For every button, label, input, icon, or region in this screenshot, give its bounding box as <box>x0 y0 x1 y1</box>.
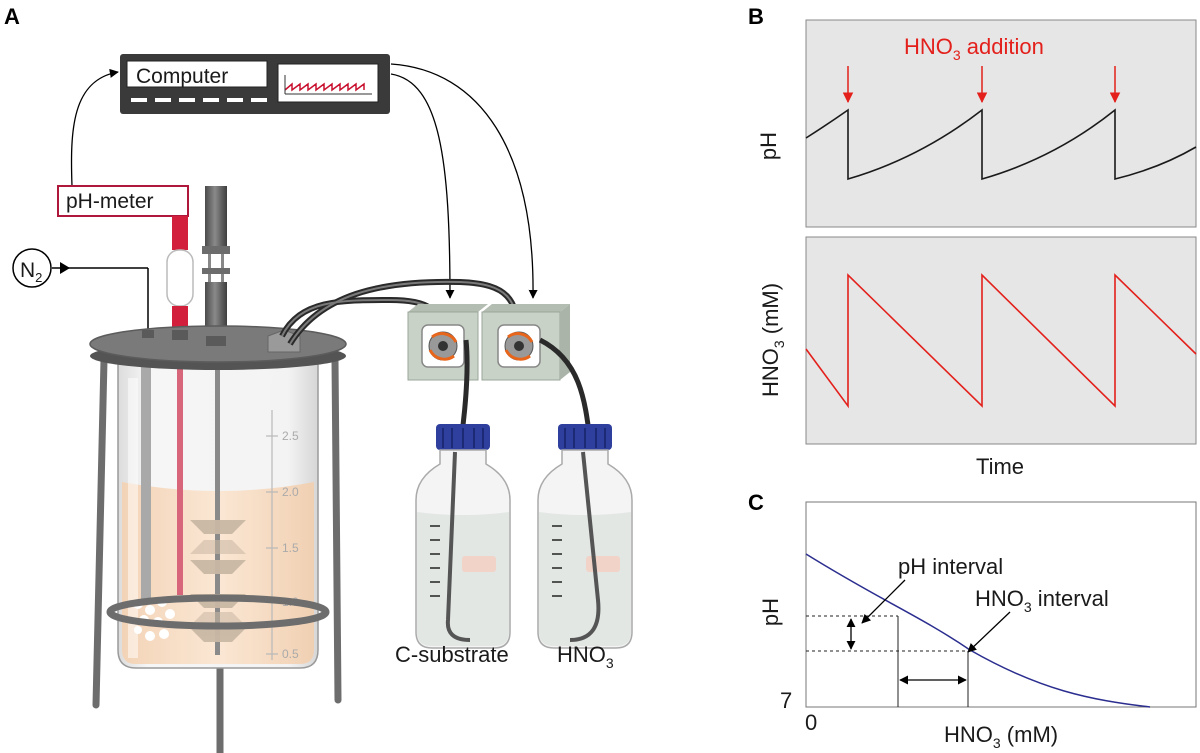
panel-c-x-origin: 0 <box>805 710 817 735</box>
panel-b-xlabel: Time <box>976 454 1024 479</box>
hno3-sawtooth-curve <box>805 273 1197 409</box>
ph-meter-label: pH-meter <box>66 190 154 213</box>
ph-interval-pointer <box>861 579 906 624</box>
vessel-lid <box>89 325 347 370</box>
peristaltic-pump-right <box>481 304 570 381</box>
panel-c-plot-area <box>805 501 1197 708</box>
bottle-c-substrate <box>415 424 511 649</box>
vessel-support-ring <box>106 594 330 630</box>
panel-b-top-plot-area <box>805 19 1197 228</box>
addition-arrows <box>842 66 1121 104</box>
panel-letter-c: C <box>748 490 764 515</box>
ph-interval-label: pH interval <box>898 554 1003 579</box>
panel-c-ylabel: pH <box>758 598 783 626</box>
bottle-label-hno3: HNO3 <box>557 642 614 671</box>
hno3-addition-annotation: HNO3 addition <box>904 34 1044 63</box>
hno3-interval-label: HNO3 interval <box>975 586 1109 615</box>
scale-tick-label: 2.0 <box>282 485 299 499</box>
ph-meter: pH-meter <box>57 185 189 217</box>
panel-b: HNO3 addition pH HNO3 (mM) Time <box>756 19 1197 479</box>
reactor-setup: Computer pH-meter N2 <box>12 54 633 753</box>
ph-sawtooth-curve <box>805 108 1197 181</box>
bottle-hno3 <box>537 424 633 649</box>
panel-b-bottom-plot-area <box>805 236 1197 445</box>
panel-c: pH interval HNO3 interval pH 7 0 HNO3 (m… <box>758 501 1197 751</box>
interval-guides <box>806 615 969 707</box>
computer: Computer <box>120 54 390 114</box>
signal-arrow-phmeter-to-computer <box>70 68 119 187</box>
signal-arrow-computer-to-pump-right <box>390 63 538 299</box>
computer-label: Computer <box>136 65 228 88</box>
computer-screen-sawtooth <box>284 82 365 92</box>
hno3-interval-pointer <box>967 611 1011 653</box>
peristaltic-pump-left <box>407 304 488 381</box>
panel-c-xlabel: HNO3 (mM) <box>944 722 1058 751</box>
scale-tick-label: 1.5 <box>282 541 299 555</box>
scale-tick-label: 0.5 <box>282 647 299 661</box>
n2-label: N2 <box>20 259 42 285</box>
signal-arrow-computer-to-pump-left <box>390 73 455 299</box>
bottle-label-c-substrate: C-substrate <box>395 642 509 667</box>
scale-tick-label: 2.5 <box>282 429 299 443</box>
sparger-tube <box>141 340 151 600</box>
panel-letter-b: B <box>748 4 764 29</box>
computer-dashes <box>131 98 267 102</box>
ph-probe <box>166 216 194 595</box>
panel-c-y-origin: 7 <box>780 688 792 713</box>
panel-b-bottom-ylabel: HNO3 (mM) <box>758 283 787 397</box>
nitrogen-gas-inlet: N2 <box>12 248 149 332</box>
panel-letter-a: A <box>4 4 20 29</box>
panel-b-top-ylabel: pH <box>756 132 781 160</box>
